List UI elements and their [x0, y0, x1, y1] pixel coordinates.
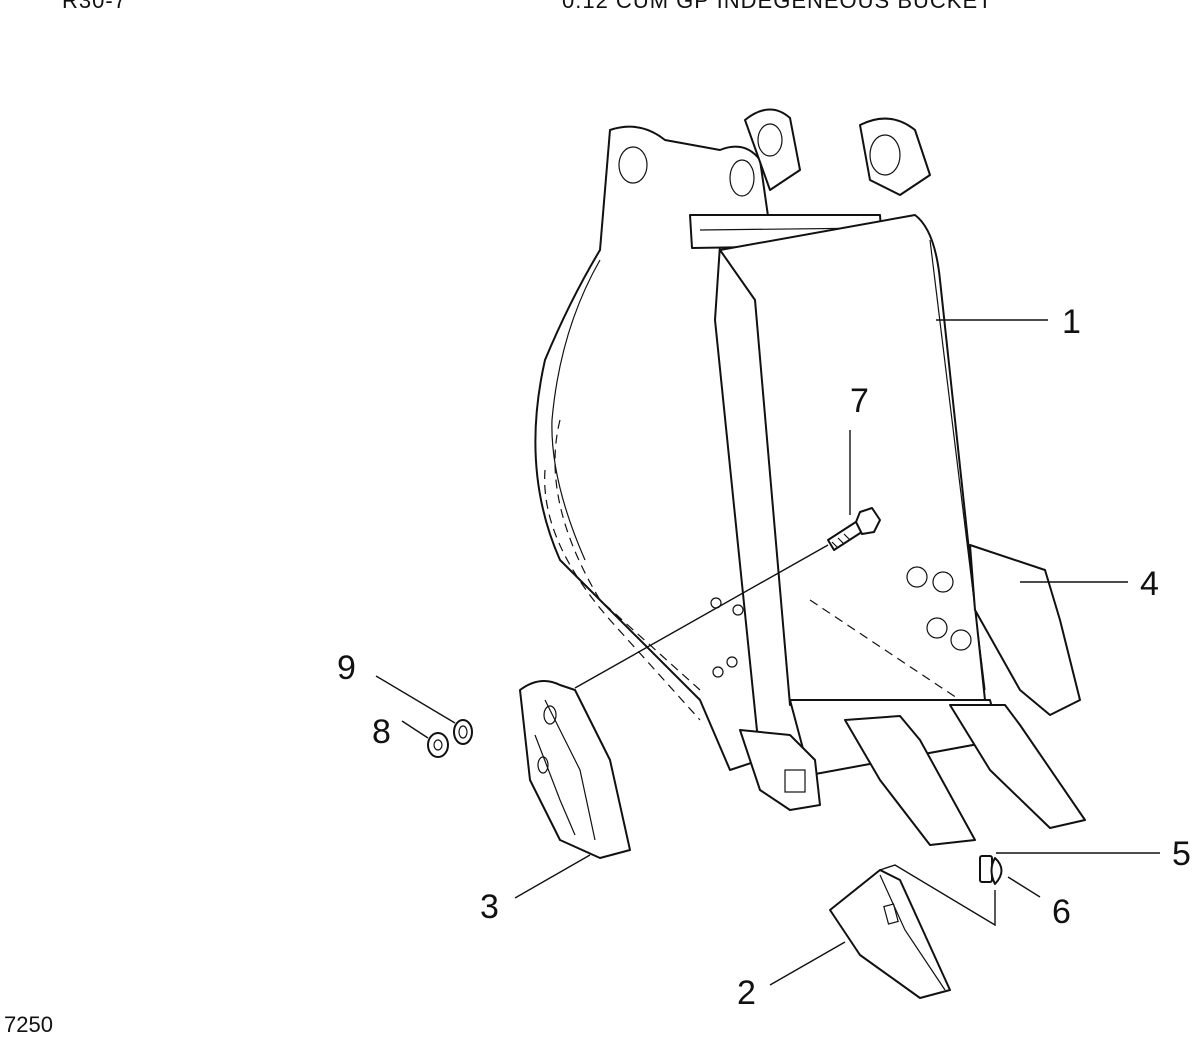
pin-part-5: [979, 855, 993, 883]
callout-4: 4: [1140, 565, 1159, 603]
callout-5: 5: [1172, 835, 1191, 873]
bolt-part-7: [827, 507, 881, 551]
model-code: R30-7: [62, 0, 127, 13]
callout-1: 1: [1062, 303, 1081, 341]
diagram-title: 0.12 CUM GP INDEGENEOUS BUCKET: [562, 0, 993, 13]
tooth-part-2: [829, 869, 951, 999]
nut-part-8: [427, 732, 449, 758]
callout-3: 3: [480, 888, 499, 926]
callout-2: 2: [737, 974, 756, 1012]
washer-part-9: [453, 719, 473, 745]
callout-9: 9: [337, 649, 356, 687]
lock-part-6: [990, 857, 1003, 885]
bucket-body: [534, 108, 1086, 846]
leader-lines: [375, 319, 1160, 986]
side-cutter-part-3: [519, 680, 631, 859]
callout-6: 6: [1052, 893, 1071, 931]
callout-8: 8: [372, 713, 391, 751]
assembly-lines: [574, 544, 996, 927]
callout-7: 7: [850, 382, 869, 420]
